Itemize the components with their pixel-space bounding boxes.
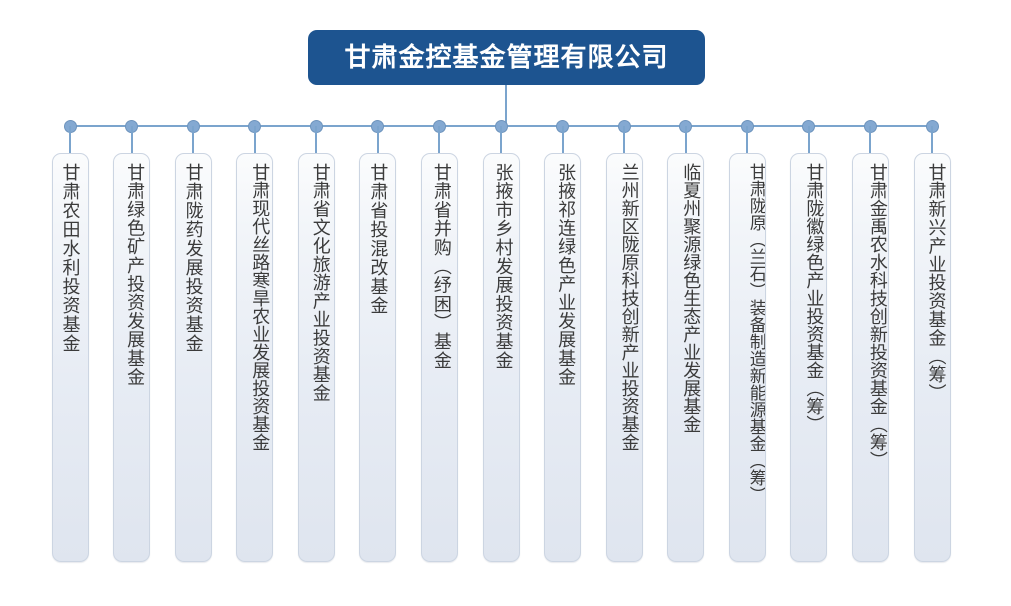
fund-node-label: 甘肃金禹农水科技创新投资基金（筹） [866,163,888,469]
fund-node-label: 甘肃现代丝路寒旱农业发展投资基金 [249,163,271,451]
fund-node-label: 临夏州聚源绿色生态产业发展基金 [680,163,702,433]
fund-node-box[interactable]: 甘肃金禹农水科技创新投资基金（筹） [851,153,889,562]
fund-node-box[interactable]: 甘肃农田水利投资基金 [51,153,89,562]
fund-node-label: 兰州新区陇原科技创新产业投资基金 [618,163,640,451]
fund-node-box[interactable]: 甘肃省投混改基金 [359,153,397,562]
node-connector-stem [253,126,256,154]
fund-node-box[interactable]: 甘肃陇徽绿色产业投资基金（筹） [790,153,828,562]
fund-node-label: 甘肃省并购（纾困）基金 [430,163,452,370]
node-connector-stem [561,126,564,154]
fund-node-label: 甘肃陇徽绿色产业投资基金（筹） [803,163,825,433]
fund-node-box[interactable]: 张掖市乡村发展投资基金 [482,153,520,562]
root-node-company[interactable]: 甘肃金控基金管理有限公司 [308,30,705,85]
node-connector-stem [623,126,626,154]
node-connector-stem [438,126,441,154]
node-connector-stem [315,126,318,154]
fund-node-box[interactable]: 甘肃省文化旅游产业投资基金 [297,153,335,562]
fund-node-label: 甘肃陇原（兰石）装备制造新能源基金（筹） [745,163,766,503]
fund-node-label: 甘肃陇药发展投资基金 [182,163,204,353]
fund-node-box[interactable]: 甘肃陇原（兰石）装备制造新能源基金（筹） [728,153,766,562]
node-connector-stem [684,126,687,154]
fund-node-label: 甘肃新兴产业投资基金（筹） [925,163,947,403]
fund-node-box[interactable]: 甘肃绿色矿产投资发展基金 [113,153,151,562]
node-connector-stem [746,126,749,154]
fund-node-label: 甘肃省文化旅游产业投资基金 [309,163,331,403]
fund-node-label: 甘肃省投混改基金 [367,163,389,315]
fund-node-box[interactable]: 甘肃省并购（纾困）基金 [420,153,458,562]
fund-node-label: 张掖市乡村发展投资基金 [492,163,514,370]
fund-node-box[interactable]: 兰州新区陇原科技创新产业投资基金 [605,153,643,562]
node-connector-stem [376,126,379,154]
node-connector-stem [869,126,872,154]
fund-node-box[interactable]: 张掖祁连绿色产业发展基金 [544,153,582,562]
node-connector-stem [130,126,133,154]
node-connector-stem [192,126,195,154]
fund-node-label: 甘肃农田水利投资基金 [59,163,81,353]
node-connector-stem [500,126,502,154]
node-connector-stem [69,126,71,154]
root-node-label: 甘肃金控基金管理有限公司 [344,42,669,73]
fund-node-label: 甘肃绿色矿产投资发展基金 [124,163,146,387]
fund-node-label: 张掖祁连绿色产业发展基金 [555,163,577,387]
node-connector-stem [807,126,810,154]
fund-node-box[interactable]: 甘肃陇药发展投资基金 [174,153,212,562]
fund-node-box[interactable]: 临夏州聚源绿色生态产业发展基金 [667,153,705,562]
fund-node-box[interactable]: 甘肃新兴产业投资基金（筹） [913,153,951,562]
fund-node-box[interactable]: 甘肃现代丝路寒旱农业发展投资基金 [236,153,274,562]
node-connector-stem [931,126,933,154]
root-connector-stem [505,85,507,127]
